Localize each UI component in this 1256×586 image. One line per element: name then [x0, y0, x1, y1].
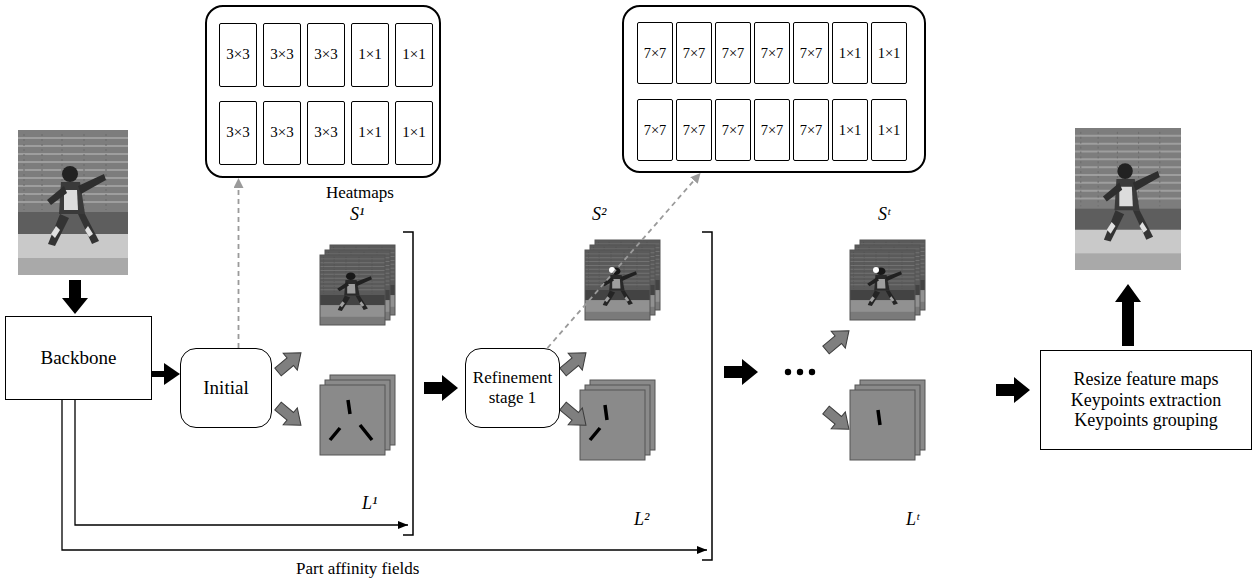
node-text: Keypoints extraction: [1071, 390, 1221, 411]
node-text: 7×7: [800, 45, 823, 62]
kernel-box: 3×3: [263, 101, 301, 165]
node-text: Keypoints grouping: [1074, 410, 1218, 431]
kernel-box: 7×7: [676, 99, 712, 161]
node-text: Backbone: [41, 347, 117, 369]
node-text: 7×7: [722, 122, 745, 139]
node-text: 7×7: [683, 45, 706, 62]
flow-arrow: [152, 371, 168, 377]
kernel-box: 3×3: [307, 23, 345, 87]
node-text: 1×1: [358, 46, 381, 63]
output-photo: [1075, 128, 1181, 270]
backbone-box: Backbone: [5, 316, 152, 400]
paf-stack: [320, 375, 925, 460]
kernel-box: 7×7: [637, 22, 673, 84]
stage-panel: 3×3 3×3 3×3 1×1 1×1 3×3 3×3 3×3 1×1 1×1: [205, 5, 441, 178]
node-text: 1×1: [878, 122, 901, 139]
node-text: 3×3: [226, 124, 249, 141]
kernel-box: 7×7: [754, 99, 790, 161]
node-text: Initial: [203, 377, 248, 399]
kernel-box: 3×3: [219, 101, 257, 165]
node-text: 1×1: [402, 46, 425, 63]
series-label: Part affinity fields: [296, 560, 419, 579]
kernel-box: 1×1: [395, 101, 433, 165]
kernel-box: 1×1: [871, 99, 907, 161]
node-text: 3×3: [270, 46, 293, 63]
kernel-box: 7×7: [715, 99, 751, 161]
node-text: Refinement stage 1: [470, 368, 555, 407]
symbol-label: L²: [634, 510, 649, 530]
symbol-label: S¹: [350, 205, 364, 225]
kernel-box: 3×3: [263, 23, 301, 87]
feature-line: [62, 400, 707, 550]
node-text: 7×7: [761, 122, 784, 139]
stage-panel: 7×7 7×7 7×7 7×7 7×7 1×1 1×1 7×7 7×7 7×7 7×7 7×7 1×1 1…: [622, 5, 926, 173]
kernel-box: 1×1: [832, 22, 868, 84]
kernel-box: 3×3: [307, 101, 345, 165]
node-text: 7×7: [644, 45, 667, 62]
symbol-label: Sᵗ: [878, 205, 890, 225]
node-text: 7×7: [644, 122, 667, 139]
output-arrow: [271, 322, 856, 437]
kernel-box: 7×7: [715, 22, 751, 84]
kernel-box: 7×7: [754, 22, 790, 84]
symbol-label: Lᵗ: [906, 510, 919, 530]
kernel-box: 7×7: [793, 22, 829, 84]
node-text: 7×7: [761, 45, 784, 62]
kernel-box: 7×7: [793, 99, 829, 161]
node-text: 7×7: [722, 45, 745, 62]
node-text: 3×3: [314, 46, 337, 63]
heatmap-stack: [320, 240, 925, 325]
node-text: 7×7: [800, 122, 823, 139]
node-text: 3×3: [314, 124, 337, 141]
stage-bracket: [403, 232, 712, 560]
node-text: 3×3: [226, 46, 249, 63]
input-photo: [18, 130, 128, 275]
symbol-label: L¹: [362, 494, 377, 514]
kernel-box: 3×3: [219, 23, 257, 87]
kernel-box: 1×1: [832, 99, 868, 161]
ellipsis-dots: [785, 369, 815, 375]
kernel-box: 7×7: [637, 99, 673, 161]
node-text: 1×1: [358, 124, 381, 141]
flow-arrow: [62, 280, 1141, 403]
kernel-box: 1×1: [351, 23, 389, 87]
kernel-box: 7×7: [676, 22, 712, 84]
detail-arrow: [547, 178, 695, 348]
symbol-label: S²: [592, 205, 606, 225]
node-text: 7×7: [683, 122, 706, 139]
stage-box: Refinement stage 1: [465, 348, 560, 428]
node-text: 3×3: [270, 124, 293, 141]
node-text: 1×1: [878, 45, 901, 62]
series-label: Heatmaps: [326, 184, 394, 203]
postprocess-box: Resize feature mapsKeypoints extractionK…: [1040, 350, 1252, 450]
node-text: 1×1: [839, 45, 862, 62]
node-text: 1×1: [839, 122, 862, 139]
node-text: Resize feature maps: [1074, 369, 1219, 390]
kernel-box: 1×1: [351, 101, 389, 165]
detail-arrow: [238, 185, 240, 348]
node-text: 1×1: [402, 124, 425, 141]
stage-box: Initial: [180, 348, 272, 428]
kernel-box: 1×1: [395, 23, 433, 87]
kernel-box: 1×1: [871, 22, 907, 84]
